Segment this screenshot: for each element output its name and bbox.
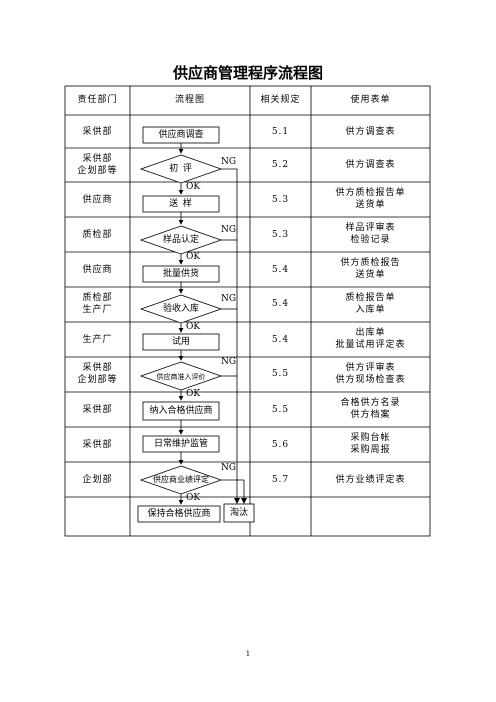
rule-cell: 5.7 <box>271 475 290 485</box>
dept-cell: 采供部 <box>82 363 113 373</box>
ng-label: NG <box>221 357 237 367</box>
label-qualified: 纳入合格供应商 <box>149 406 213 416</box>
rule-cell: 5.3 <box>271 230 290 240</box>
rule-cell: 5.4 <box>271 335 290 345</box>
dept-cell: 采供部 <box>82 154 113 164</box>
rule-cell: 5.3 <box>271 195 290 205</box>
form-cell: 出库单 <box>355 328 386 338</box>
label-sample-approval: 样品认定 <box>162 235 199 245</box>
form-cell: 供方质检报告单 <box>335 188 406 198</box>
ok-label: OK <box>186 182 201 192</box>
label-performance: 供应商业绩评定 <box>153 475 209 484</box>
ng-label: NG <box>221 463 237 473</box>
rule-cell: 5.5 <box>271 369 290 379</box>
form-cell: 采购台帐 <box>350 433 391 443</box>
rule-cell: 5.6 <box>271 440 290 450</box>
rule-cell: 5.4 <box>271 299 290 309</box>
dept-cell: 采供部 <box>82 127 113 137</box>
table-grid <box>64 85 431 537</box>
ng-label: NG <box>221 157 237 167</box>
label-batch-supply: 批量供货 <box>162 269 199 279</box>
header-dept: 责任部门 <box>77 95 118 105</box>
form-cell: 样品评审表 <box>345 223 396 233</box>
rule-cell: 5.4 <box>271 265 290 275</box>
header-rule: 相关规定 <box>260 95 301 105</box>
label-daily-monitor: 日常维护监管 <box>153 439 208 449</box>
ok-label: OK <box>186 252 201 262</box>
form-cell: 供方调查表 <box>345 160 396 170</box>
dept-cell: 供应商 <box>82 195 113 205</box>
label-send-sample: 送 样 <box>169 199 193 209</box>
rule-cell: 5.5 <box>271 405 290 415</box>
ok-label: OK <box>186 322 201 332</box>
form-cell: 供方调查表 <box>345 127 396 137</box>
label-acceptance: 验收入库 <box>162 304 199 314</box>
dept-cell: 企划部等 <box>77 166 118 176</box>
dept-cell: 企划部 <box>82 475 113 485</box>
ok-label: OK <box>186 389 201 399</box>
label-eliminate: 淘汰 <box>229 508 248 518</box>
ok-label: OK <box>186 493 201 503</box>
dept-cell: 生产厂 <box>82 335 113 345</box>
label-keep-qualified: 保持合格供应商 <box>147 509 211 519</box>
form-cell: 检验记录 <box>350 235 391 245</box>
label-trial: 试用 <box>171 337 190 347</box>
step-eliminate <box>223 503 255 523</box>
header-flowchart: 流程图 <box>174 95 205 105</box>
dept-cell: 采供部 <box>82 440 113 450</box>
label-supplier-survey: 供应商调查 <box>158 130 204 140</box>
label-initial-review: 初 评 <box>169 164 193 174</box>
form-cell: 入库单 <box>355 305 386 315</box>
ng-label: NG <box>221 225 237 235</box>
form-cell: 质检报告单 <box>345 293 396 303</box>
dept-cell: 生产厂 <box>82 305 113 315</box>
form-cell: 送货单 <box>355 270 386 280</box>
label-admission: 供应商准入评价 <box>156 373 206 381</box>
form-cell: 供方业绩评定表 <box>335 475 406 485</box>
form-cell: 供方档案 <box>350 410 391 420</box>
dept-cell: 供应商 <box>82 265 113 275</box>
dept-cell: 采供部 <box>82 405 113 415</box>
form-cell: 送货单 <box>355 200 386 210</box>
form-cell: 供方质检报告 <box>340 258 401 268</box>
step-keep-qualified <box>137 505 221 523</box>
dept-cell: 企划部等 <box>77 375 118 385</box>
dept-cell: 质检部 <box>82 293 113 303</box>
form-cell: 采购周报 <box>350 445 391 455</box>
form-cell: 批量试用评定表 <box>335 340 406 350</box>
rule-cell: 5.1 <box>271 127 290 137</box>
page-number: 1 <box>245 650 251 658</box>
form-cell: 供方评审表 <box>345 363 396 373</box>
header-forms: 使用表单 <box>350 95 391 105</box>
dept-cell: 质检部 <box>82 230 113 240</box>
form-cell: 供方现场检查表 <box>335 375 406 385</box>
page-title: 供应商管理程序流程图 <box>172 64 323 82</box>
rule-cell: 5.2 <box>271 160 290 170</box>
form-cell: 合格供方名录 <box>340 398 401 408</box>
ng-label: NG <box>221 294 237 304</box>
